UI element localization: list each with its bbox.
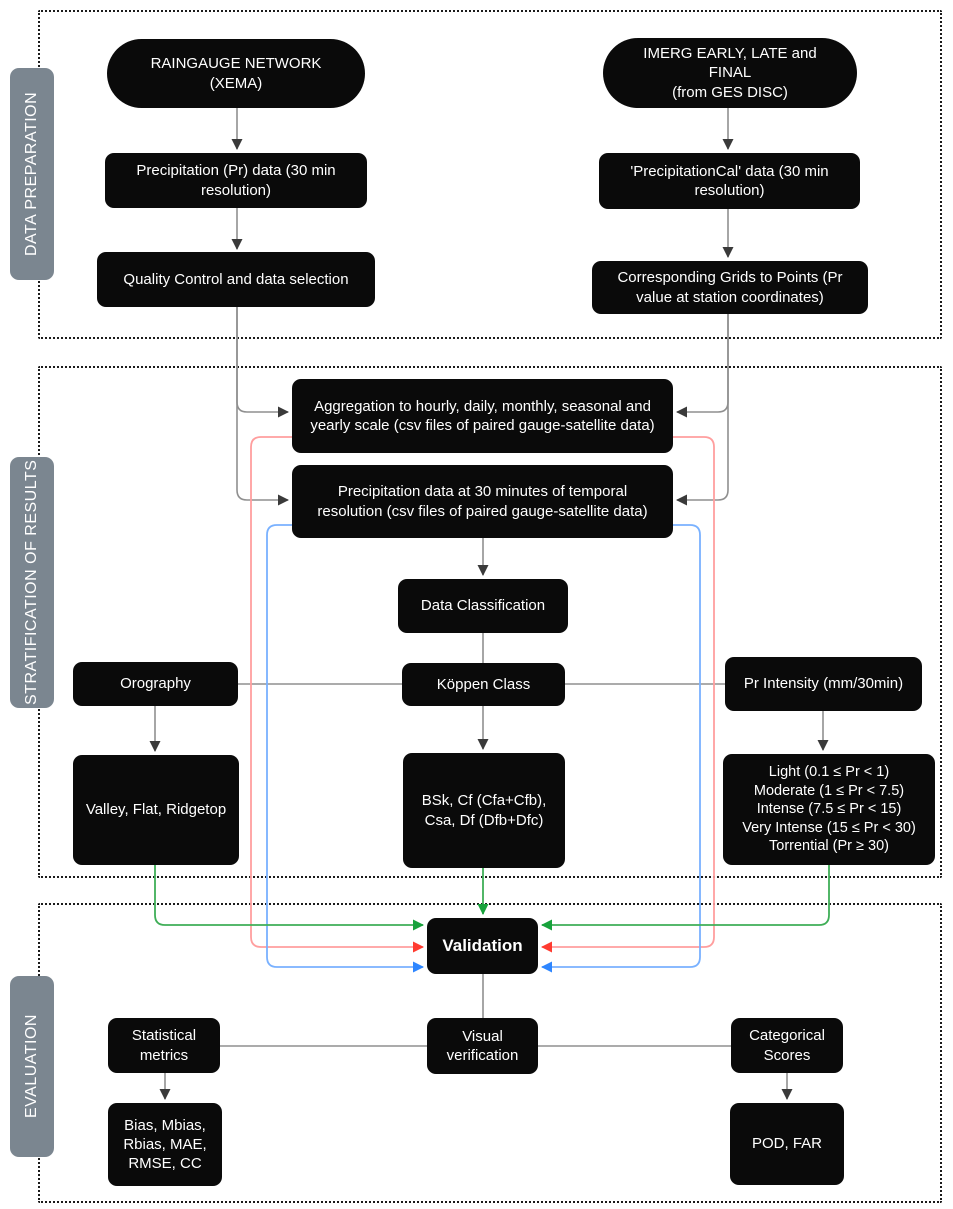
- node-categorical-scores: Categorical Scores: [731, 1018, 843, 1073]
- node-statistical-metrics: Statistical metrics: [108, 1018, 220, 1073]
- edge-green-left: [154, 865, 424, 931]
- section-label-data-preparation: DATA PREPARATION: [10, 68, 54, 280]
- node-validation: Validation: [427, 918, 538, 974]
- edges-gray: [149, 108, 829, 1100]
- node-precipitationcal-data: 'PrecipitationCal' data (30 min resoluti…: [599, 153, 860, 209]
- edge-blue-left: [266, 524, 424, 973]
- edge-blue-right: [541, 524, 701, 973]
- node-pr-intensity: Pr Intensity (mm/30min): [725, 657, 922, 711]
- node-data-classification: Data Classification: [398, 579, 568, 633]
- node-precipitation-30min: Precipitation data at 30 minutes of temp…: [292, 465, 673, 538]
- edges-green: [154, 865, 830, 931]
- edge-green-right: [541, 865, 830, 931]
- node-visual-verification: Visual verification: [427, 1018, 538, 1074]
- node-precipitation-data: Precipitation (Pr) data (30 min resoluti…: [105, 153, 367, 208]
- section-label-stratification: STRATIFICATION OF RESULTS: [10, 457, 54, 708]
- node-orography: Orography: [73, 662, 238, 706]
- node-grids-to-points: Corresponding Grids to Points (Pr value …: [592, 261, 868, 314]
- edge-qc-aggregation: [236, 307, 289, 418]
- edge-grids-aggregation: [676, 314, 729, 418]
- node-categorical-list: POD, FAR: [730, 1103, 844, 1185]
- section-label-evaluation: EVALUATION: [10, 976, 54, 1157]
- node-intensity-classes: Light (0.1 ≤ Pr < 1) Moderate (1 ≤ Pr < …: [723, 754, 935, 865]
- node-koppen-classes: BSk, Cf (Cfa+Cfb), Csa, Df (Dfb+Dfc): [403, 753, 565, 868]
- node-imerg-source: IMERG EARLY, LATE and FINAL (from GES DI…: [603, 38, 857, 108]
- node-statistical-list: Bias, Mbias, Rbias, MAE, RMSE, CC: [108, 1103, 222, 1186]
- node-raingauge-network: RAINGAUGE NETWORK (XEMA): [107, 39, 365, 108]
- node-orography-classes: Valley, Flat, Ridgetop: [73, 755, 239, 865]
- edge-grids-pr30: [676, 314, 729, 506]
- node-koppen-class: Köppen Class: [402, 663, 565, 706]
- node-quality-control: Quality Control and data selection: [97, 252, 375, 307]
- node-aggregation: Aggregation to hourly, daily, monthly, s…: [292, 379, 673, 453]
- edge-qc-pr30: [236, 307, 289, 506]
- edges-blue: [266, 524, 701, 973]
- edge-red-right: [541, 436, 715, 953]
- edges-red: [250, 436, 715, 953]
- edge-red-left: [250, 436, 424, 953]
